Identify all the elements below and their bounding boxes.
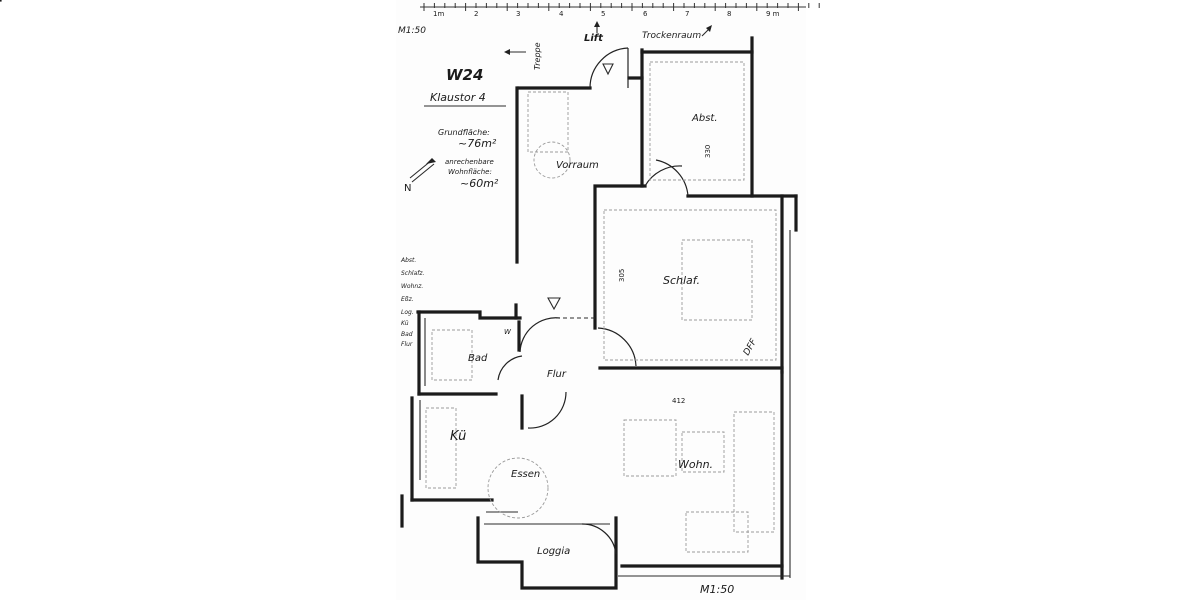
ruler-tick-label: 4 bbox=[559, 10, 564, 18]
furniture bbox=[425, 61, 777, 553]
stairs-label: Treppe bbox=[533, 42, 542, 70]
room-label-kitchen: Kü bbox=[450, 429, 466, 444]
dimension-label: 330 bbox=[704, 145, 712, 158]
drying-room-arrow-icon bbox=[701, 25, 712, 37]
ruler-tick-label: 3 bbox=[516, 10, 520, 18]
north-label: N bbox=[404, 183, 411, 194]
room-label-bathroom: Bad bbox=[468, 353, 488, 364]
ruler-tick-label: 5 bbox=[601, 10, 605, 18]
ruler-tick-label: 8 bbox=[727, 10, 731, 18]
scale-ruler: 1m 2 3 4 5 6 7 8 9 m bbox=[420, 3, 820, 18]
living-area-label-1: anrechenbare bbox=[445, 158, 494, 166]
north-arrow-icon bbox=[409, 158, 436, 183]
room-label-dining: Essen bbox=[511, 469, 540, 480]
dimension-label: 305 bbox=[618, 269, 626, 282]
room-label-hallway: Flur bbox=[547, 369, 567, 380]
walls bbox=[0, 0, 798, 590]
base-area-label: Grundfläche: bbox=[438, 128, 490, 137]
legend-item: Kü bbox=[401, 320, 409, 327]
drying-room-label: Trockenraum bbox=[642, 31, 701, 41]
room-label-living: Wohn. bbox=[678, 458, 713, 471]
scale-label-top: M1:50 bbox=[398, 26, 426, 36]
wall-mark-label: W bbox=[504, 328, 512, 336]
legend-item: Abst. bbox=[400, 257, 416, 264]
stairs-arrow-icon bbox=[504, 49, 526, 55]
ruler-ticks bbox=[423, 3, 820, 11]
ruler-tick-label: 7 bbox=[685, 10, 689, 18]
door-swings bbox=[497, 47, 689, 555]
legend-item: Eßz. bbox=[401, 296, 414, 303]
lift-arrow-icon bbox=[594, 21, 600, 33]
ruler-tick-label: 9 m bbox=[766, 10, 780, 18]
room-label-bedroom: Schlaf. bbox=[663, 274, 700, 287]
room-label-loggia: Loggia bbox=[537, 546, 570, 557]
legend-item: Wohnz. bbox=[401, 283, 423, 290]
lift-label: Lift bbox=[584, 33, 604, 44]
legend-item: Flur bbox=[401, 341, 413, 348]
level-marker-icon bbox=[602, 63, 614, 76]
legend-item: Schlafz. bbox=[401, 270, 425, 277]
dff-label: DFF bbox=[742, 337, 760, 358]
ruler-tick-label: 6 bbox=[643, 10, 648, 18]
level-marker-icon bbox=[547, 297, 561, 311]
base-area-value: ~76m² bbox=[458, 137, 497, 150]
ruler-tick-label: 2 bbox=[474, 10, 478, 18]
ruler-unit: 1m bbox=[433, 10, 444, 18]
living-area-label-2: Wohnfläche: bbox=[448, 168, 492, 176]
room-label-vestibule: Vorraum bbox=[556, 160, 599, 171]
living-area-value: ~60m² bbox=[460, 177, 499, 190]
scale-label-bottom: M1:50 bbox=[700, 583, 734, 596]
room-legend: Abst. Schlafz. Wohnz. Eßz. Log. Kü Bad F… bbox=[400, 257, 425, 348]
unit-address: Klaustor 4 bbox=[430, 91, 486, 104]
dimension-label: 412 bbox=[672, 397, 685, 405]
room-label-storage: Abst. bbox=[691, 113, 718, 124]
legend-item: Log. bbox=[401, 309, 414, 316]
unit-title: W24 bbox=[446, 66, 483, 84]
legend-item: Bad bbox=[401, 331, 413, 338]
